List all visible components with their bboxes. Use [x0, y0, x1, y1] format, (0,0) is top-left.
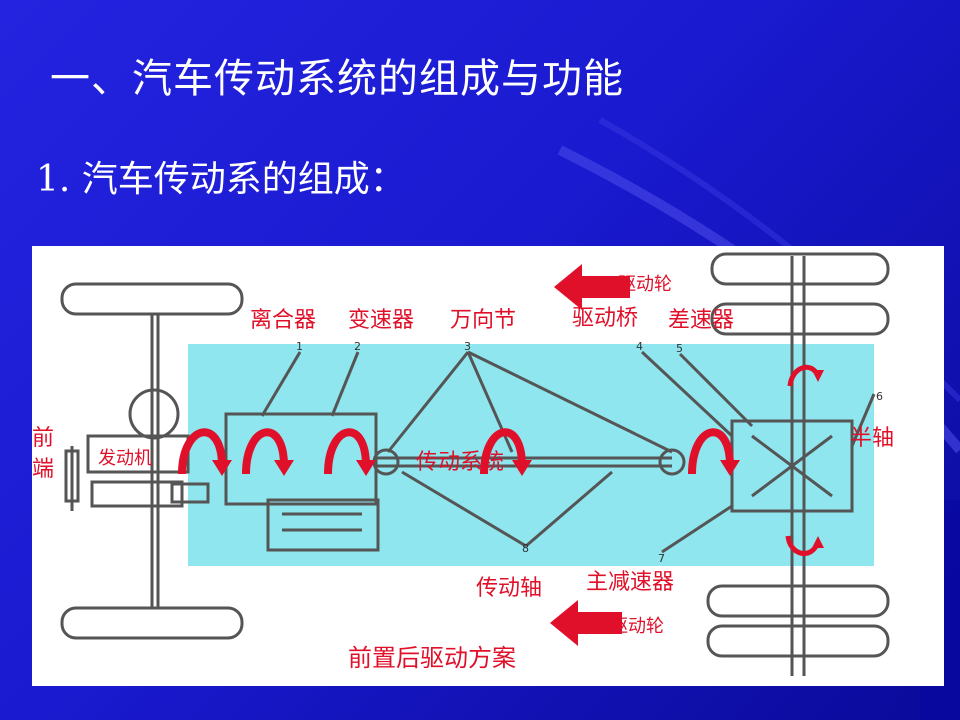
drive-wheel-arrows [550, 264, 630, 646]
front-left-wheel [60, 282, 244, 316]
power-flow-arrow-2 [242, 428, 288, 475]
label-layout-caption: 前置后驱动方案 [348, 644, 516, 672]
label-drive-axle: 驱动桥 [572, 306, 639, 331]
drive-wheel-arrow-top-head [554, 264, 582, 310]
front-right-wheel [60, 606, 244, 640]
part-number-2: 2 [354, 340, 361, 353]
drive-wheel-arrow-top-body [580, 276, 630, 298]
label-differential: 差速器 [668, 308, 735, 333]
slide-title: 一、汽车传动系统的组成与功能 [50, 56, 624, 102]
label-drive-shaft: 传动轴 [476, 576, 543, 601]
label-final-drive: 主减速器 [586, 570, 675, 595]
power-flow-arrow-3 [324, 428, 370, 475]
label-clutch: 离合器 [250, 308, 317, 333]
rear-left-wheel-inner [710, 302, 890, 336]
power-flow-arrows [178, 364, 821, 556]
power-flow-arrow-5 [688, 428, 734, 475]
part-number-5: 5 [676, 342, 683, 355]
label-universal-joint: 万向节 [450, 308, 517, 333]
drive-wheel-arrow-bottom-body [576, 612, 622, 634]
part-number-4: 4 [636, 340, 643, 353]
drivetrain-drawing: 1 2 3 4 5 6 7 8 [60, 252, 890, 676]
steering-knuckle [128, 388, 180, 440]
drive-wheel-arrow-bottom-head [550, 600, 578, 646]
label-front-end: 前端 [32, 426, 55, 482]
universal-joint-rear [658, 448, 686, 476]
label-drive-wheel-top: 驱动轮 [618, 274, 672, 295]
label-engine: 发动机 [98, 448, 152, 469]
part-number-1: 1 [296, 340, 303, 353]
power-flow-arrow-4 [480, 428, 526, 475]
gearbox-housing [266, 498, 380, 552]
part-number-6: 6 [876, 390, 883, 403]
drivetrain-diagram: 1 2 3 4 5 6 7 8 [32, 246, 944, 686]
arrow-heads [212, 370, 824, 548]
chassis-lines [60, 252, 890, 676]
rear-right-wheel-outer [706, 584, 890, 618]
label-half-shaft: 半轴 [850, 426, 895, 451]
label-gearbox: 变速器 [348, 308, 415, 333]
rear-left-wheel-outer [710, 252, 890, 286]
part-number-8: 8 [522, 542, 529, 555]
part-number-3: 3 [464, 340, 471, 353]
power-flow-arrow-1 [178, 428, 226, 475]
part-number-group: 1 2 3 4 5 6 7 8 [296, 340, 883, 565]
label-transmission-system: 传动系统 [416, 450, 505, 475]
part-number-7: 7 [658, 552, 665, 565]
transmission-highlight [188, 344, 874, 566]
label-drive-wheel-bottom: 驱动轮 [610, 616, 664, 637]
rear-right-wheel-inner [706, 624, 890, 658]
slide-subtitle: 1. 汽车传动系的组成： [36, 159, 406, 200]
